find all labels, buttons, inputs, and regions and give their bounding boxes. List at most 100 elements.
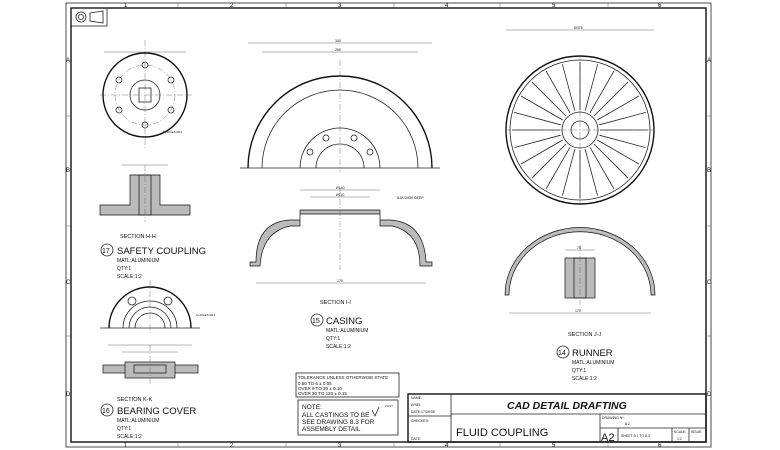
- part-14-label: 14 RUNNER MATL:ALUMINIUM QTY:1 SCALE:1:2: [556, 345, 614, 382]
- runner-vane: [597, 95, 640, 121]
- runner-vane: [589, 147, 615, 190]
- part-material: MATL:ALUMINIUM: [572, 360, 614, 366]
- part-16-label: 16 BEARING COVER MATL:ALUMINIUM QTY:1 SC…: [100, 403, 196, 440]
- column-3: 3: [338, 3, 342, 9]
- scale-label: SCALE:: [674, 430, 686, 434]
- part-qty: QTY:1: [117, 266, 131, 272]
- part-material: MATL:ALUMINIUM: [326, 328, 368, 334]
- part-scale: SCALE:1:2: [572, 376, 597, 382]
- drawing-number-label: DRAWING Nº:: [602, 416, 625, 420]
- dimension-140: Ø140: [336, 186, 345, 190]
- runner-front-view: Ø378: [505, 26, 655, 205]
- zone-markers: 1 2 3 4 5 6 1 2 3 4 5 6 A B C D A B C D: [66, 3, 712, 449]
- runner-vane: [514, 134, 561, 148]
- section-i-i-view: Ø140 Ø110 170 8-M12X20 DEEP SECTION I-I: [249, 186, 433, 306]
- dimension-110: Ø110: [336, 193, 344, 197]
- row-b-right: B: [707, 168, 711, 174]
- column-6: 6: [658, 3, 662, 9]
- cast-finish-symbol-icon: [371, 406, 380, 417]
- date-value: DATE:17/09/08: [411, 410, 435, 414]
- runner-vane: [593, 143, 629, 179]
- part-name: BEARING COVER: [117, 406, 196, 417]
- cast-symbol-label: CAST: [385, 404, 393, 408]
- dimension-378: Ø378: [574, 26, 583, 30]
- row-a-right: A: [707, 58, 711, 64]
- runner-vane: [584, 64, 598, 111]
- runner-vane: [531, 81, 567, 117]
- column-3-bottom: 3: [338, 443, 342, 449]
- section-k-k-view: SECTION K-K: [102, 344, 199, 403]
- tolerance-title: TOLERANCE UNLESS OTHERWISE STATE: [298, 375, 388, 380]
- dimension-170: 170: [337, 279, 343, 283]
- note-line: ALL CASTINGS TO BE: [302, 412, 370, 419]
- runner-vane: [599, 134, 646, 148]
- column-1-bottom: 1: [124, 443, 128, 449]
- date-label: DATE:: [411, 437, 421, 441]
- part-scale: SCALE:1:2: [326, 344, 351, 350]
- runner-vane: [562, 64, 576, 111]
- part-number: 17: [102, 248, 110, 255]
- column-4: 4: [445, 3, 449, 9]
- name-label: NAME:: [411, 396, 422, 400]
- part-name: RUNNER: [572, 348, 613, 359]
- section-i-i-label: SECTION I-I: [320, 300, 351, 306]
- scale-value: 1:2: [677, 437, 682, 441]
- row-c-right: C: [707, 280, 712, 286]
- note-box: NOTE: ALL CASTINGS TO BE SEE DRAWING 8.3…: [297, 399, 399, 436]
- part-qty: QTY:1: [572, 368, 586, 374]
- row-d: D: [66, 392, 71, 398]
- part-15-label: 15 CASING MATL:ALUMINIUM QTY:1 SCALE:1:2: [310, 313, 368, 350]
- thread-callout: 8-M12X20 DEEP: [397, 196, 424, 200]
- part-number: 14: [558, 350, 566, 357]
- row-a: A: [66, 58, 70, 64]
- row-b: B: [66, 168, 70, 174]
- part-17-label: 17 SAFETY COUPLING MATL:ALUMINIUM QTY:1 …: [100, 243, 206, 280]
- runner-vane: [562, 149, 576, 196]
- runner-vane: [514, 112, 561, 126]
- tolerance-box: TOLERANCE UNLESS OTHERWISE STATE 0.50 TO…: [295, 372, 400, 398]
- sheet-size: A2: [601, 432, 614, 444]
- runner-vane: [520, 139, 563, 165]
- checked-label: CHECKED:: [411, 419, 429, 423]
- column-2: 2: [230, 3, 234, 9]
- row-d-right: D: [707, 392, 712, 398]
- bearing-cover-front-view: 6 HOLES Ø14: [100, 280, 216, 335]
- runner-vane: [597, 139, 640, 165]
- tolerance-line: 0.50 TO 6 ± 0.05: [298, 381, 332, 386]
- sheet-range: SHEET 8.1 TO 8.3: [621, 434, 650, 438]
- note-line: ASSEMBLY DETAIL: [302, 426, 361, 433]
- note-line: SEE DRAWING 8.3 FOR: [302, 419, 375, 426]
- runner-vane: [589, 70, 615, 113]
- part-scale: SCALE:1:2: [117, 434, 142, 440]
- inner-border: [70, 7, 707, 443]
- tolerance-line: OVER 30 TO 120 ± 0.15: [298, 391, 347, 396]
- section-h-h-view: SECTION H-H: [99, 164, 191, 240]
- column-4-bottom: 4: [445, 443, 449, 449]
- note-label: NOTE:: [302, 404, 322, 411]
- runner-vane: [599, 112, 646, 126]
- part-name: CASING: [326, 316, 362, 327]
- column-1: 1: [124, 3, 128, 9]
- outer-border: [65, 2, 712, 448]
- column-5: 5: [552, 3, 556, 9]
- holes-callout: 6 HOLES Ø14: [196, 313, 216, 317]
- section-h-h-label: SECTION H-H: [120, 234, 156, 240]
- drawing-title: FLUID COUPLING: [456, 427, 548, 439]
- section-k-k-label: SECTION K-K: [117, 397, 152, 403]
- title-block: NAME: ARIEL DATE:17/09/08 CHECKED: DATE:…: [407, 393, 707, 444]
- safety-coupling-front-view: 6 HOLES Ø14: [100, 40, 192, 150]
- part-scale: SCALE:1:2: [117, 274, 142, 280]
- dimension-70: 70: [577, 246, 581, 250]
- dimension-300: 300: [335, 39, 341, 43]
- name-value: ARIEL: [411, 403, 421, 407]
- part-qty: QTY:1: [326, 336, 340, 342]
- runner-vane: [593, 81, 629, 117]
- dimension-170-runner: 170: [575, 309, 581, 313]
- part-name: SAFETY COUPLING: [117, 246, 206, 257]
- column-6-bottom: 6: [658, 443, 662, 449]
- casing-front-view: 300 280: [240, 39, 440, 172]
- runner-vane: [545, 70, 571, 113]
- row-c: C: [66, 280, 71, 286]
- runner-vane: [520, 95, 563, 121]
